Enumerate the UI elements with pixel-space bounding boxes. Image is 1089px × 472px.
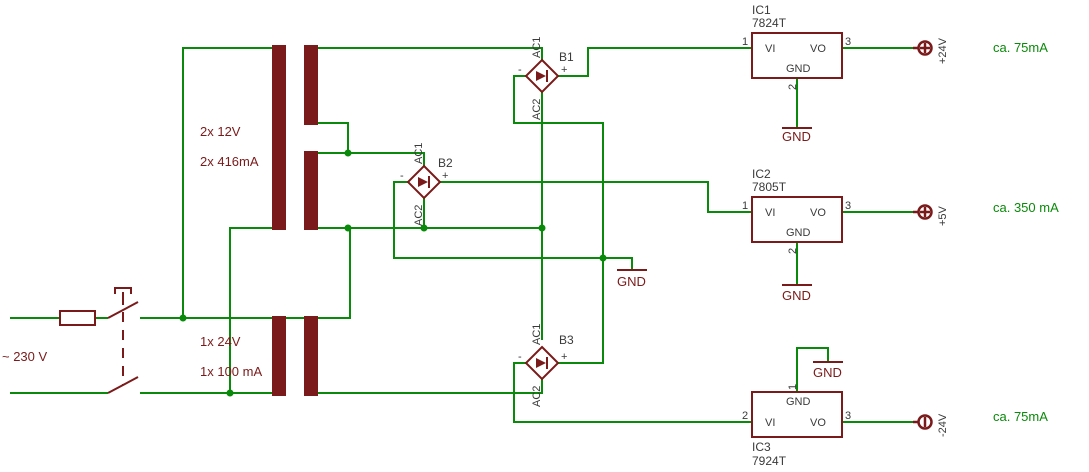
bridge-b2-name: B2 — [438, 156, 453, 170]
ic2-pin-gnd: 2 — [787, 248, 799, 254]
ic2-vo: VO — [810, 207, 826, 219]
transformer-tertiary-coil — [304, 316, 318, 396]
wire-sec-top — [318, 47, 543, 60]
bridge-b1-minus: - — [518, 64, 522, 76]
ic2-vi: VI — [765, 207, 775, 219]
gnd-label-ic3: GND — [813, 365, 842, 380]
bridge-b2-minus: - — [400, 170, 404, 182]
transformer-secondary-coil-2 — [304, 151, 318, 230]
wire-b2-plus — [439, 181, 752, 213]
regulator-ic1: IC1 7824T VI VO GND 1 3 2 — [742, 3, 851, 90]
regulator-ic3: IC3 7924T VI VO GND 2 3 1 — [742, 384, 851, 468]
bridge-b3-ac1: AC1 — [531, 324, 543, 345]
bridge-b2-ac1: AC1 — [413, 143, 425, 164]
gnd-label-ic1: GND — [782, 129, 811, 144]
regulator-ic2: IC2 7805T VI VO GND 1 3 2 — [742, 167, 851, 254]
ic2-name: IC2 — [752, 167, 771, 181]
ic3-pin-vi: 2 — [742, 410, 748, 422]
bridge-b1-ac2: AC2 — [531, 99, 543, 120]
ic3-pin-vo: 3 — [845, 410, 851, 422]
ic1-pin-gnd: 2 — [787, 84, 799, 90]
bridge-b3-ac2: AC2 — [531, 386, 543, 407]
bridge-b2-plus: + — [442, 170, 448, 182]
junction-dot — [420, 224, 428, 232]
wire-b2-minus — [393, 181, 633, 270]
ground-symbols — [617, 127, 843, 363]
bridge-b1-plus: + — [561, 64, 567, 76]
current-note-ic3: ca. 75mA — [993, 409, 1048, 424]
bridge-b3: B3 AC1 AC2 + - — [518, 324, 574, 407]
wire-primary-top — [182, 47, 272, 318]
ic3-pin-gnd: 1 — [787, 384, 799, 390]
transformer-primary-coil — [272, 45, 286, 230]
ic2-pin-vi: 1 — [742, 200, 748, 212]
tertiary-voltage-label: 1x 24V — [200, 334, 241, 349]
wire-switch-to-transformer — [140, 228, 351, 319]
junction-dot — [344, 224, 352, 232]
ic3-part: 7924T — [752, 454, 787, 468]
junctions — [179, 149, 607, 397]
ic2-part: 7805T — [752, 180, 787, 194]
bridge-b2-ac2: AC2 — [413, 205, 425, 226]
ic2-pin-vo: 3 — [845, 200, 851, 212]
wire-b1-plus — [557, 47, 752, 77]
ic3-vi: VI — [765, 417, 775, 429]
bridge-b2: B2 AC1 AC2 + - — [400, 143, 453, 226]
wire-sec-mid-a — [318, 122, 349, 154]
output-label-ic3: -24V — [937, 413, 949, 437]
junction-dot — [344, 149, 352, 157]
bridge-b3-name: B3 — [559, 333, 574, 347]
junction-dot — [179, 314, 187, 322]
secondary-voltage-label: 2x 12V — [200, 124, 241, 139]
gnd-label-ic2: GND — [782, 288, 811, 303]
wire-ic3-gnd — [796, 347, 829, 392]
junction-dot — [538, 224, 546, 232]
transformer-primary-coil-2 — [272, 316, 286, 396]
ic1-vi: VI — [765, 43, 775, 55]
current-note-ic2: ca. 350 mA — [993, 200, 1059, 215]
ic1-pin-vi: 1 — [742, 36, 748, 48]
wire-primary-neutral — [229, 227, 272, 393]
plus-terminal-icon — [913, 204, 933, 220]
plus-terminal-icon — [913, 40, 933, 56]
ic1-part: 7824T — [752, 16, 787, 30]
bridge-b3-minus: - — [518, 351, 522, 363]
transformer — [272, 45, 318, 396]
bridge-b1-name: B1 — [559, 50, 574, 64]
minus-terminal-icon — [913, 414, 933, 430]
wires — [10, 47, 913, 423]
output-terminals — [913, 40, 933, 430]
gnd-label-b2: GND — [617, 274, 646, 289]
wire-sec-center — [348, 152, 425, 166]
tertiary-current-label: 1x 100 mA — [200, 364, 262, 379]
ic3-gnd: GND — [786, 396, 811, 408]
output-label-ic1: +24V — [937, 37, 949, 64]
wire-b3-ac1 — [318, 378, 543, 394]
mains-voltage-label: ~ 230 V — [2, 349, 48, 364]
junction-dot — [599, 254, 607, 262]
ic1-name: IC1 — [752, 3, 771, 17]
ic1-pin-vo: 3 — [845, 36, 851, 48]
ic3-name: IC3 — [752, 440, 771, 454]
ic2-gnd: GND — [786, 227, 811, 239]
bridge-b3-plus: + — [561, 351, 567, 363]
transformer-secondary-coil-1 — [304, 45, 318, 125]
ic3-vo: VO — [810, 417, 826, 429]
bridge-b1-ac1: AC1 — [531, 37, 543, 58]
switch — [107, 287, 139, 394]
junction-dot — [226, 389, 234, 397]
fuse — [59, 310, 96, 326]
wire-b3-minus — [513, 362, 752, 423]
bridge-b1: B1 AC1 AC2 + - — [518, 37, 574, 120]
wire-b1-minus — [513, 75, 604, 364]
current-note-ic1: ca. 75mA — [993, 40, 1048, 55]
output-label-ic2: +5V — [937, 205, 949, 226]
secondary-current-label: 2x 416mA — [200, 154, 259, 169]
ic1-vo: VO — [810, 43, 826, 55]
ic1-gnd: GND — [786, 63, 811, 75]
